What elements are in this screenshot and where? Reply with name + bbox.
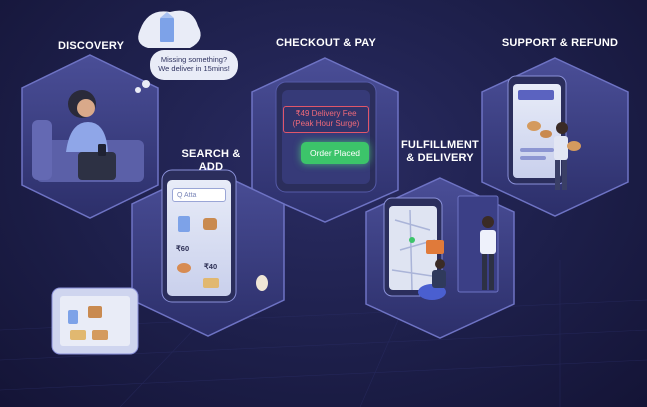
- thought-bubble: Missing something? We deliver in 15mins!: [150, 50, 238, 80]
- thought-line-2: We deliver in 15mins!: [150, 64, 238, 73]
- stage-label-fulfillment-1: FULFILLMENT: [400, 139, 480, 152]
- search-input[interactable]: Q Atta: [172, 188, 226, 202]
- delivery-fee-alert: ₹49 Delivery Fee (Peak Hour Surge): [283, 106, 369, 133]
- stage-label-checkout: CHECKOUT & PAY: [276, 37, 376, 50]
- fee-line-1: ₹49 Delivery Fee: [284, 109, 368, 119]
- thought-line-1: Missing something?: [150, 55, 238, 64]
- checkout-panel: [252, 58, 398, 222]
- stage-label-search: SEARCH & ADD: [168, 148, 254, 174]
- discovery-panel: [22, 55, 158, 218]
- tablet-device: [52, 288, 138, 354]
- price-label-1: ₹60: [176, 244, 189, 253]
- stage-label-fulfillment-2: & DELIVERY: [400, 152, 480, 165]
- order-placed-button[interactable]: Order Placed: [301, 142, 369, 164]
- fulfillment-panel: [366, 178, 514, 338]
- stage-label-support: SUPPORT & REFUND: [500, 37, 620, 50]
- support-panel: [482, 58, 628, 216]
- stage-label-discovery: DISCOVERY: [58, 40, 124, 53]
- price-label-2: ₹40: [204, 262, 217, 271]
- fee-line-2: (Peak Hour Surge): [284, 119, 368, 129]
